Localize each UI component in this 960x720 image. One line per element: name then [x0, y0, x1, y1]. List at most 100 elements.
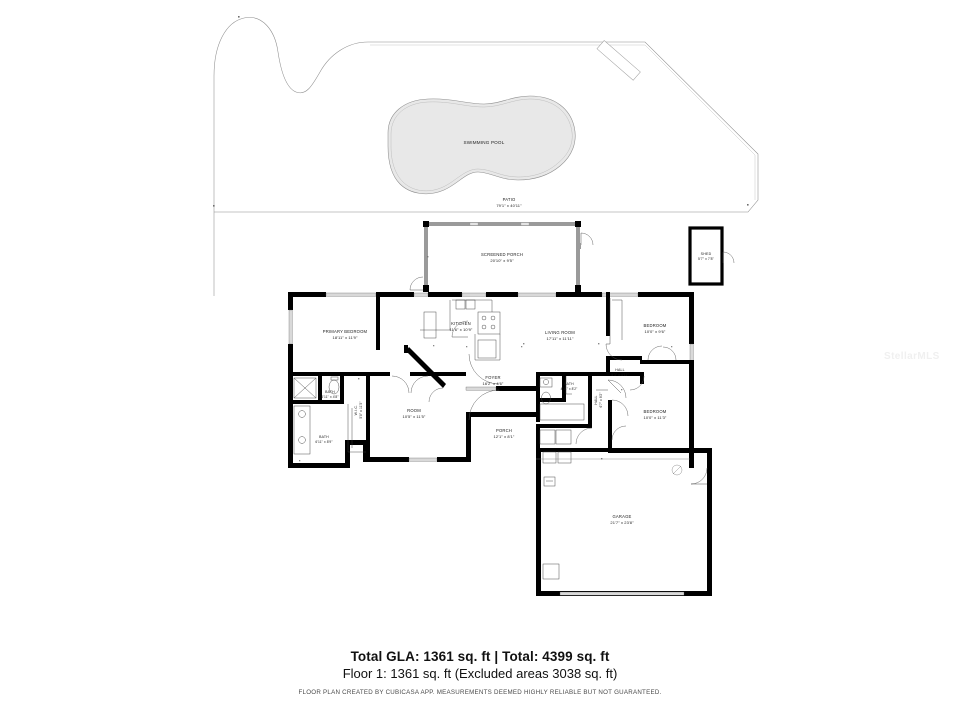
patio-label-group: PATIO 79'1" x 40'11": [496, 197, 522, 208]
porch-screen-panels: [469, 222, 530, 226]
burner-4: [490, 324, 496, 330]
garage-fixture-2: [557, 451, 572, 464]
pool-inner-outline: [390, 98, 573, 192]
ext-wall-left-2: [288, 344, 293, 374]
dimension-ticks: [299, 345, 673, 462]
shed-dim: 5'7" x 7'8": [698, 257, 715, 261]
living-room-label: LIVING ROOM: [545, 330, 575, 335]
garage-label: GARAGE: [613, 514, 632, 519]
bath2-sink-2: [298, 436, 306, 444]
hall-2: HALL 6'7" x 8'2": [594, 392, 603, 407]
garage-side-door-arc: [690, 467, 708, 485]
int-wall-room-top: [410, 372, 466, 376]
bath2-dim: 6'11" x 8'9": [315, 440, 333, 444]
pool-outline: [387, 95, 576, 195]
int-wall-bath1-right: [340, 374, 344, 402]
wall-front-1: [496, 386, 536, 391]
primary-bedroom-label: PRIMARY BEDROOM: [323, 329, 368, 334]
screened-porch-label: SCREENED PORCH: [481, 252, 523, 257]
center-room: ROOM 10'5" x 11'5": [391, 375, 429, 419]
bath1-shower: [293, 377, 317, 399]
int-wall-hall-top: [536, 372, 606, 376]
bedroom2-closet: [612, 299, 623, 340]
ext-wall-top-5: [556, 292, 602, 297]
bath1-label: BATH: [325, 390, 335, 394]
bedroom2-dim: 10'0" x 9'6": [645, 329, 666, 334]
screened-porch-wall-right: [576, 222, 580, 292]
foyer-dim: 16'2" x 4'6": [483, 381, 504, 386]
int-wall-hall-top-2: [604, 372, 644, 376]
main-house: GARAGE 21'7" x 23'8" PORCH 12'1" x 8'1": [288, 292, 712, 596]
bedroom3-dim: 10'0" x 11'3": [644, 415, 667, 420]
int-wall-laundry-top: [536, 424, 592, 428]
int-wall-diagonal: [406, 347, 446, 388]
porch-post-tr: [575, 221, 581, 227]
porch-jamb: [577, 243, 581, 249]
garage-ceiling-icon-slash: [672, 465, 682, 475]
hall-1: HALL 5'3" x 4'11": [607, 368, 645, 399]
bedroom-3: BEDROOM 10'0" x 11'3": [596, 389, 667, 441]
hall2-dim: 6'7" x 8'2": [599, 392, 603, 407]
porch-door-arc-left: [409, 276, 424, 291]
foyer-label: FOYER: [485, 375, 500, 380]
ext-wall-left-3: [288, 374, 293, 468]
int-wall-wic-right: [366, 374, 370, 462]
footer-totals: Total GLA: 1361 sq. ft | Total: 4399 sq.…: [350, 649, 610, 664]
porch-post-tl: [423, 221, 429, 227]
patio-dimension-ticks: [213, 16, 749, 207]
hall-door-arc-1: [607, 379, 627, 399]
wic-dim: 5'8" x 11'5": [359, 401, 363, 419]
primary-bedroom: PRIMARY BEDROOM 18'11" x 11'9": [323, 329, 368, 380]
kitchen-fridge: [423, 311, 437, 339]
laundry-area: [539, 376, 593, 445]
hall1-label: HALL: [615, 368, 624, 372]
wall-room-bottom-2: [437, 457, 471, 462]
kitchen-island: [474, 334, 501, 361]
bath-1: BATH 6'11" x 4'8": [293, 376, 339, 399]
kitchen-label: KITCHEN: [451, 321, 471, 326]
bedroom2-closet-arc: [662, 346, 677, 361]
window-top-1: [325, 292, 377, 297]
int-wall-bath1-left: [318, 374, 322, 402]
swimming-pool: SWIMMING POOL: [387, 95, 576, 195]
hall-door-leaf-1: [607, 379, 622, 394]
room-door-arc-1: [391, 375, 410, 394]
screened-porch-dim: 20'10" x 9'5": [490, 258, 514, 263]
room-dim: 10'5" x 11'5": [403, 414, 426, 419]
room-door-arc-2: [410, 375, 429, 394]
living-room-dim: 17'11" x 11'11": [547, 336, 574, 341]
porch-post-bl: [423, 285, 429, 292]
garage-door-band: [559, 591, 685, 596]
bath2-label: BATH: [319, 435, 329, 439]
dryer: [555, 429, 572, 445]
int-wall-laundry-right: [588, 400, 592, 428]
bath3-dim: 4'11" x 8'2": [561, 387, 578, 391]
bedroom3-label: BEDROOM: [644, 409, 667, 414]
footer-floor-summary: Floor 1: 1361 sq. ft (Excluded areas 303…: [342, 666, 618, 681]
bath-3: BATH 4'11" x 8'2": [539, 377, 585, 421]
shed: SHED 5'7" x 7'8": [688, 226, 735, 286]
kitchen-cooktop: [477, 311, 501, 335]
int-wall-wic-top: [366, 372, 390, 376]
walk-in-closet: W.I.C. 5'8" x 11'5": [347, 401, 366, 453]
int-wall-bath3-left: [562, 376, 566, 402]
burner-3: [481, 324, 487, 330]
porch-area: PORCH 12'1" x 8'1": [468, 389, 690, 460]
living-room-tick-1: [523, 343, 525, 345]
int-wall-diagonal-top: [404, 345, 408, 353]
mls-watermark: StellarMLS: [884, 351, 940, 362]
screened-porch-wall-left: [424, 222, 428, 292]
ext-wall-bath-step: [345, 440, 367, 445]
bath1-dim: 6'11" x 4'8": [321, 395, 339, 399]
kitchen-door-arc: [451, 320, 469, 338]
shed-door-arc: [722, 251, 735, 264]
room-label: ROOM: [407, 408, 421, 413]
patio-label: PATIO: [503, 197, 516, 202]
ext-wall-top-6: [638, 292, 694, 297]
int-wall-bed2-bottom: [640, 360, 694, 364]
hall-door-arc-2: [629, 375, 645, 391]
foyer-door-arc: [468, 353, 500, 385]
window-left-1: [288, 309, 293, 345]
window-top-2: [413, 292, 429, 297]
